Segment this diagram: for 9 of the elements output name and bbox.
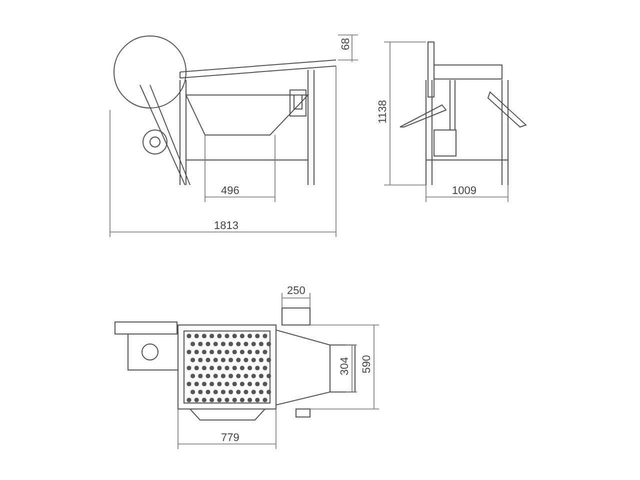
dimension-label: 1009 <box>452 185 476 197</box>
dimension-label: 250 <box>287 285 306 297</box>
dimension-label: 496 <box>221 185 240 197</box>
dimension-label: 1138 <box>377 100 389 124</box>
dimension-label: 590 <box>361 355 373 374</box>
dimension-label: 779 <box>221 432 240 444</box>
dimension-label: 68 <box>340 38 352 50</box>
dimension-label: 1813 <box>214 220 238 232</box>
dimension-label: 304 <box>339 357 351 376</box>
